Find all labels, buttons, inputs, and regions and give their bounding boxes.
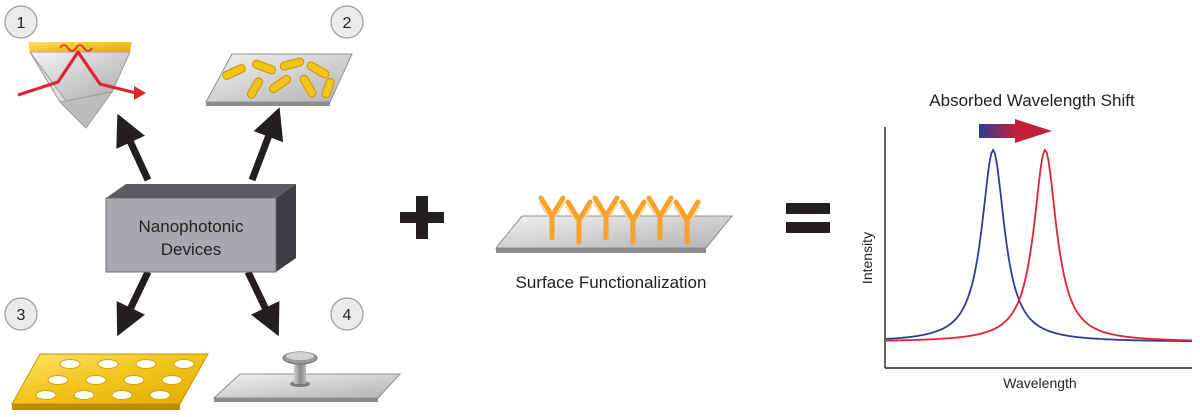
antibody [673,199,701,245]
nanorod [251,59,277,75]
hole [85,375,107,385]
absorption-chart: Absorbed Wavelength Shift Intensity Wave… [859,91,1193,391]
arrow-to-device-3 [116,270,152,337]
badge-1 [4,5,38,39]
badge-1-label: 1 [17,15,26,32]
nanorod-group [222,57,335,99]
hole [161,375,183,385]
device-1-prism: 1 [4,5,146,129]
box-front-face [105,197,277,273]
nanorod [299,74,317,98]
series-line-red [885,148,1192,342]
gold-plate-edge [12,404,180,410]
badge-2-label: 2 [343,15,352,32]
badge-3-label: 3 [17,307,26,324]
arrow-to-device-4 [244,270,280,337]
antibody [646,195,674,241]
box-side-face [276,184,296,272]
gold-film-edge [28,42,132,52]
post-cap-highlight [286,352,314,360]
light-arrowhead [134,86,146,100]
hole [135,359,157,369]
badge-2 [330,5,364,39]
box-label-line1: Nanophotonic [139,217,244,236]
antibody [592,195,620,241]
y-axis-label: Intensity [859,232,875,284]
nanorod [279,57,305,71]
post-stem [294,360,306,384]
arrow-to-device-2 [248,107,284,182]
hole [149,390,171,400]
functionalized-plate [494,215,734,249]
hole [59,359,81,369]
nanorod [268,74,292,94]
equals-sign [786,203,830,233]
plus-sign [400,196,444,239]
plate-edge [496,248,706,253]
hole [73,390,95,400]
arrow-to-device-1 [116,113,152,182]
plus-vertical [416,196,428,239]
hole [97,359,119,369]
shift-arrow-head [1015,119,1052,143]
functionalization-label: Surface Functionalization [516,273,707,292]
connector-arrows [116,107,284,337]
badge-4 [330,297,364,331]
chart-series [885,148,1193,343]
substrate-edge [214,398,378,402]
box-label-line2: Devices [161,240,221,259]
nanorod [306,61,330,79]
badge-4-label: 4 [343,307,352,324]
hole [111,390,133,400]
hole [173,359,195,369]
antibody-group [538,195,701,245]
series-line-blue [885,148,1193,343]
device-2-nanorods: 2 [205,5,364,106]
chart-title: Absorbed Wavelength Shift [929,91,1135,110]
nanorod [222,64,246,80]
badge-3 [4,297,38,331]
nanophotonic-devices-box: Nanophotonic Devices [105,184,296,273]
hole-array [35,359,195,400]
hole [47,375,69,385]
nanorod [247,77,263,99]
light-path [17,50,137,97]
equals-top-bar [786,203,830,214]
antibody [538,195,566,241]
device-3-nanohole-array: 3 [4,297,209,410]
hole [35,390,57,400]
antibody [565,199,593,245]
prism-right-face [58,91,114,129]
shift-arrow-shaft [979,124,1015,138]
substrate-edge [206,102,330,106]
equals-bottom-bar [786,222,830,233]
device-4-nanopillar: 4 [212,297,402,402]
nanorod [321,77,335,99]
box-top-face [106,184,296,198]
hole [123,375,145,385]
surface-functionalization: Surface Functionalization [494,195,734,292]
x-axis-label: Wavelength [1003,375,1076,391]
plasmon-wave [59,44,93,52]
antibody [619,199,647,245]
